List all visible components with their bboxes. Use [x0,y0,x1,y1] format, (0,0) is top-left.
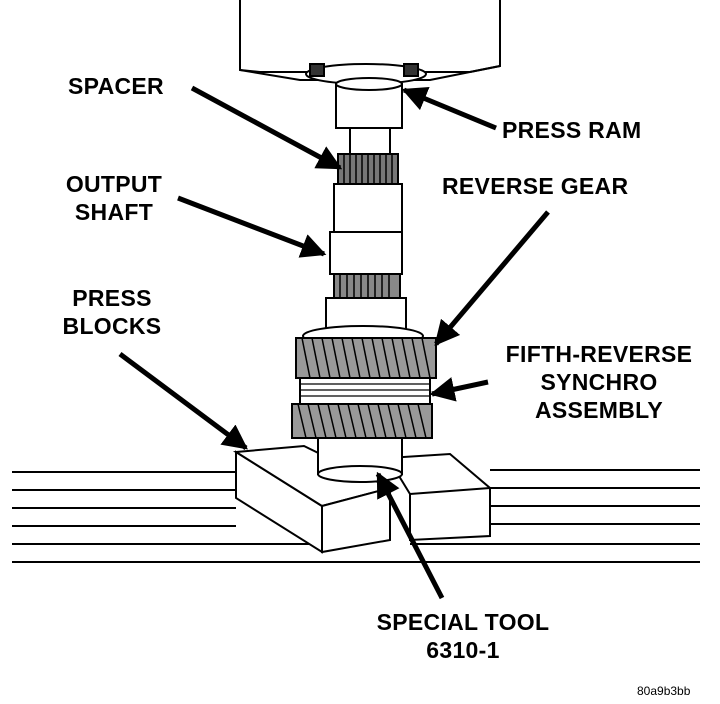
output-shaft [325,183,407,333]
spacer-label: SPACER [68,73,164,99]
fifth-reverse-synchro-label: FIFTH-REVERSE SYNCHRO ASSEMBLY [488,340,710,424]
output-shaft-label: OUTPUT SHAFT [56,170,172,226]
press-table [12,469,700,563]
reverse-gear [295,325,437,379]
leader-arrows [118,85,550,600]
press-blocks-label-line2: BLOCKS [62,313,162,339]
press-blocks-label: PRESS BLOCKS [52,284,172,340]
press-blocks [232,444,491,554]
press-blocks-arrow [118,351,249,451]
press-ram-arrow [401,87,497,131]
special-tool-label: SPECIAL TOOL 6310-1 [356,608,570,664]
reverse-gear-label: REVERSE GEAR [442,173,629,199]
output-shaft-label-line2: SHAFT [74,199,154,225]
press-blocks-label-line1: PRESS [72,285,152,311]
press-ram-label: PRESS RAM [502,117,642,143]
special-tool-label-line1: SPECIAL TOOL [376,609,550,635]
synchro-arrow [429,377,489,402]
output-shaft-arrow [177,195,327,258]
spacer-arrow [190,85,343,171]
fifth-reverse-label-line1: FIFTH-REVERSE [505,341,693,367]
synchro-assembly [291,377,433,439]
figure-code: 80a9b3bb [637,684,691,698]
special-tool [317,437,403,483]
spacer [337,127,399,185]
press-ram [305,63,427,129]
special-tool-arrow [375,471,445,600]
special-tool-label-line2: 6310-1 [426,637,500,663]
reverse-gear-arrow [434,210,550,346]
fifth-reverse-label-line3: ASSEMBLY [534,397,664,423]
output-shaft-label-line1: OUTPUT [65,171,163,197]
fifth-reverse-label-line2: SYNCHRO [540,369,658,395]
